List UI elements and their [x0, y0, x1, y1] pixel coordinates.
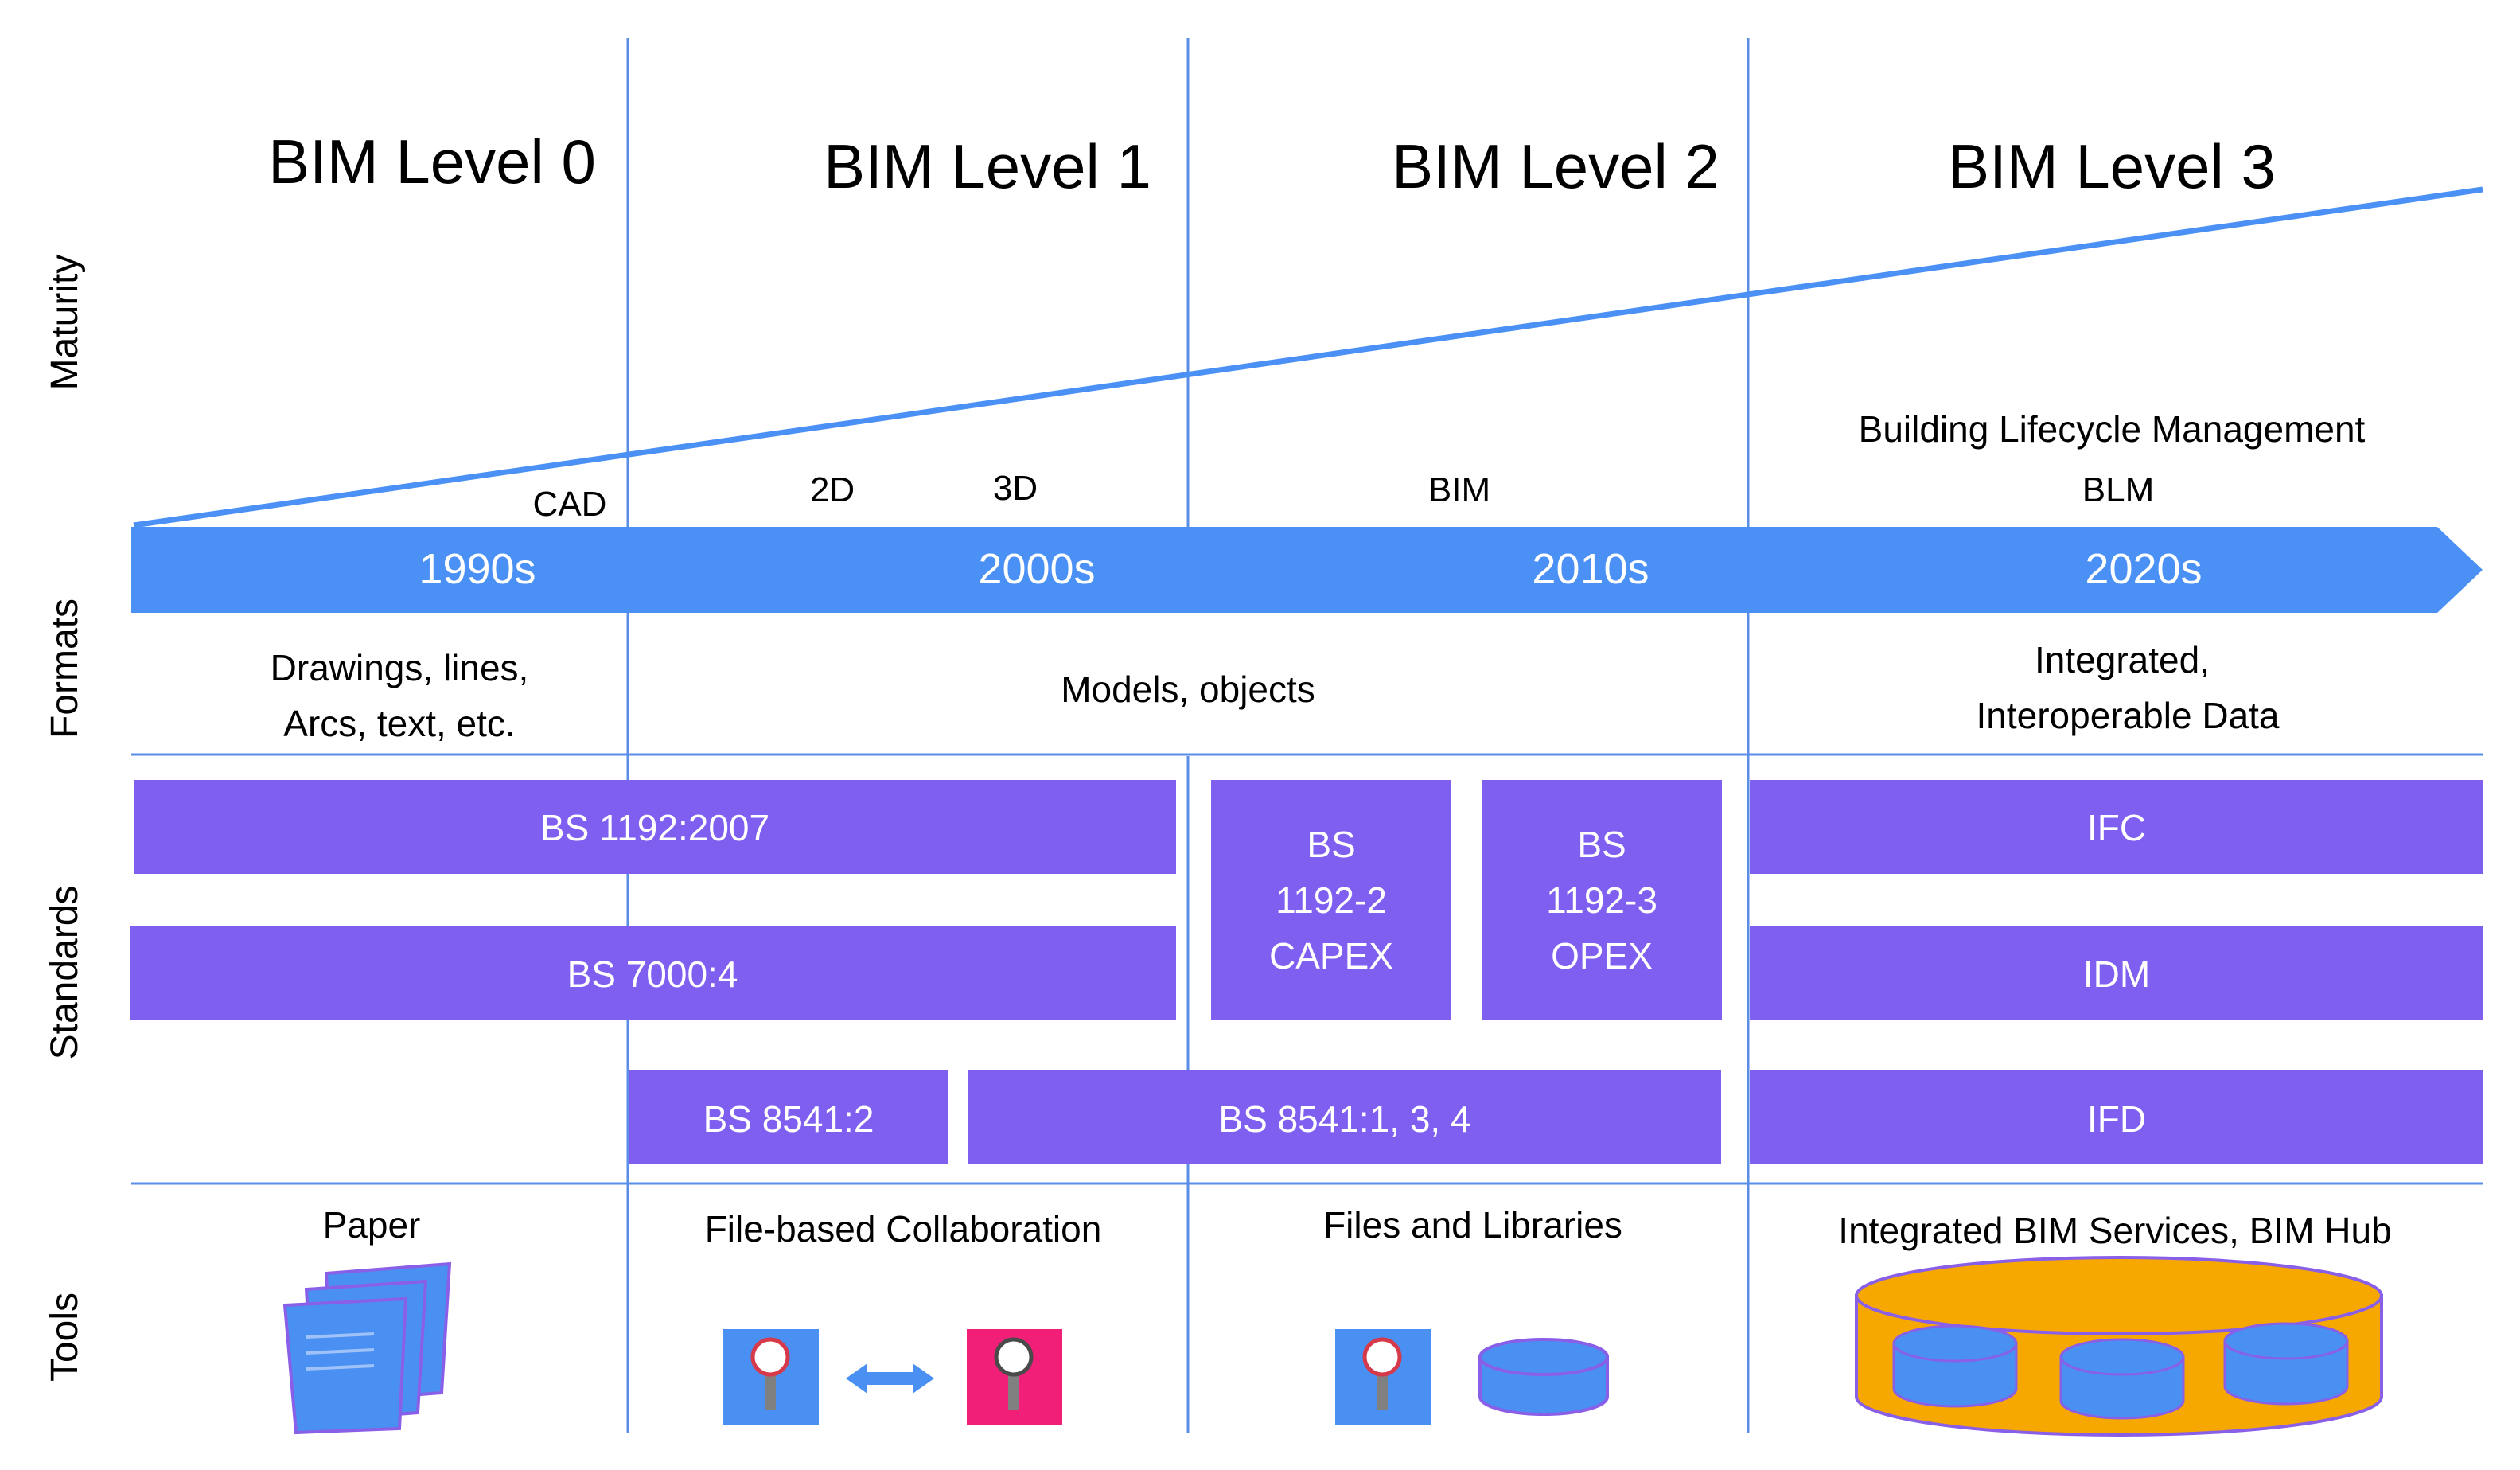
maturity-label-cad: CAD [533, 485, 607, 524]
standard-capex-line1: BS [1307, 824, 1355, 865]
standard-bs8541-2: BS 8541:2 [703, 1098, 874, 1140]
level-3-heading: BIM Level 3 [1948, 131, 2276, 201]
standard-bs1192: BS 1192:2007 [540, 807, 769, 848]
level-0-heading: BIM Level 0 [268, 127, 596, 197]
maturity-line [133, 186, 2483, 528]
row-label-standards: Standards [44, 886, 86, 1060]
format-level3-line2: Interoperable Data [1976, 695, 2279, 736]
standard-ifc: IFC [2087, 807, 2146, 848]
paper-stack-icon [282, 1261, 452, 1435]
standard-idm-bar [1750, 926, 2483, 1020]
format-level3-line1: Integrated, [2035, 639, 2210, 680]
maturity-label-2d: 2D [810, 470, 855, 509]
standards-bars: BS 1192:2007 BS 7000:4 BS 8541:2 BS 8541… [130, 780, 2483, 1164]
bim-hub-icon [1855, 1256, 2383, 1437]
standard-opex-line2: 1192-3 [1546, 879, 1657, 921]
level-2-heading: BIM Level 2 [1392, 131, 1720, 201]
maturity-label-blm: BLM [2082, 470, 2154, 509]
standard-capex-line3: CAPEX [1269, 935, 1393, 977]
standard-opex-line1: BS [1577, 824, 1626, 865]
decade-2020s: 2020s [2085, 545, 2202, 593]
decade-2010s: 2010s [1532, 545, 1649, 593]
standard-ifc-bar [1750, 780, 2483, 874]
format-level12: Models, objects [1061, 669, 1315, 710]
tool-label-level1: File-based Collaboration [705, 1208, 1102, 1250]
standard-idm: IDM [2083, 953, 2150, 995]
file-icon-pink [967, 1329, 1062, 1425]
standard-bs7000-bar [130, 926, 1176, 1020]
file-icon-blue-level2 [1335, 1329, 1431, 1425]
standard-bs8541-134: BS 8541:1, 3, 4 [1218, 1098, 1470, 1140]
standard-bs1192-2-capex-bar [1211, 780, 1451, 1020]
standard-ifd: IFD [2087, 1098, 2146, 1140]
maturity-label-blm-full: Building Lifecycle Management [1859, 408, 2366, 450]
standard-capex-line2: 1192-2 [1276, 879, 1387, 921]
maturity-label-3d: 3D [993, 469, 1038, 508]
standard-bs8541-134-bar [968, 1070, 1721, 1164]
row-label-formats: Formats [44, 599, 86, 739]
tool-label-level0: Paper [323, 1204, 421, 1246]
decade-2000s: 2000s [978, 545, 1095, 593]
format-level0-line1: Drawings, lines, [271, 647, 529, 688]
file-icon-blue [723, 1329, 819, 1425]
decade-1990s: 1990s [419, 545, 536, 593]
tool-label-level3: Integrated BIM Services, BIM Hub [1838, 1210, 2391, 1251]
timeline-arrow [131, 527, 2483, 613]
database-icon [1478, 1338, 1609, 1416]
standard-opex-line3: OPEX [1551, 935, 1653, 977]
standard-bs7000: BS 7000:4 [567, 953, 738, 995]
standard-bs8541-2-bar [629, 1070, 948, 1164]
double-arrow-icon [846, 1363, 934, 1394]
row-label-maturity: Maturity [44, 255, 86, 391]
maturity-label-bim: BIM [1428, 470, 1490, 509]
standard-bs1192-3-opex-bar [1482, 780, 1722, 1020]
tool-label-level2: Files and Libraries [1323, 1204, 1622, 1246]
row-label-tools: Tools [44, 1293, 86, 1382]
standard-bs1192-bar [134, 780, 1176, 874]
standard-ifd-bar [1750, 1070, 2483, 1164]
level-1-heading: BIM Level 1 [824, 131, 1151, 201]
format-level0-line2: Arcs, text, etc. [283, 703, 515, 744]
